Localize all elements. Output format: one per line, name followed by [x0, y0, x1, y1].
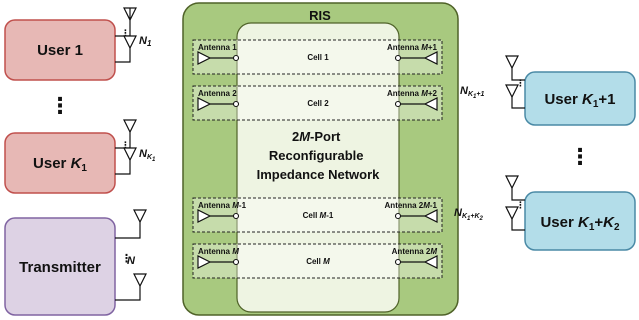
impedance-network-box [236, 22, 400, 313]
cell-label: Cell 2 [307, 99, 329, 108]
antenna-connector [511, 68, 525, 81]
right-antenna-label: Antenna 2M-1 [385, 201, 438, 210]
port-node [232, 258, 240, 266]
ris-title: RIS [309, 8, 331, 23]
transmitter-box [4, 217, 116, 316]
antenna-connector [115, 286, 141, 301]
antenna-icon [133, 209, 147, 224]
user-k1-plus-k2-box [524, 191, 636, 251]
port-node [394, 100, 402, 108]
user-k1-plus-1-node: User K1+1 ⋮ NK1+1 [460, 55, 636, 126]
port-node [232, 212, 240, 220]
cell-2: Cell 2 Antenna 2 Antenna M+2 [192, 85, 443, 121]
antenna-icon [123, 119, 137, 134]
antenna-icon [197, 51, 212, 65]
antenna-count-label: N [127, 255, 136, 267]
right-antenna-label: Antenna 2M [392, 247, 438, 256]
antenna-icon [423, 255, 438, 269]
antenna-count-label: NK1 [139, 148, 156, 163]
port-node [394, 212, 402, 220]
port-node [394, 54, 402, 62]
antenna-connector [511, 188, 525, 201]
antenna-connector [511, 97, 525, 109]
left-antenna-label: Antenna 2 [198, 89, 237, 98]
antenna-icon [505, 175, 519, 190]
antenna-count-label: N1 [139, 35, 152, 48]
antenna-icon [123, 147, 137, 162]
cell-m-minus-1: Cell M-1 Antenna M-1 Antenna 2M-1 [192, 197, 443, 233]
antenna-icon [123, 35, 137, 50]
right-antenna-label: Antenna M+1 [387, 43, 438, 52]
transmitter-node: Transmitter ⋮ N [4, 209, 147, 316]
user-1-label: User 1 [37, 42, 83, 59]
user-1-box [4, 19, 116, 81]
cell-1: Cell 1 Antenna 1 Antenna M+1 [192, 39, 443, 75]
network-label-line1: 2M-Port [292, 129, 341, 144]
port-node [232, 100, 240, 108]
antenna-connector [511, 219, 525, 231]
cell-m: Cell M Antenna M Antenna 2M [192, 243, 443, 279]
user-k1-node: User K1 ⋮ NK1 [4, 119, 156, 194]
antenna-connector [115, 160, 131, 175]
antenna-icon [423, 209, 438, 223]
vertical-ellipsis-icon: ⋮ [121, 140, 130, 150]
vertical-ellipsis-icon: ⋮ [516, 78, 525, 88]
port-node [394, 258, 402, 266]
user-1-node: User 1 ⋮ N1 [4, 7, 152, 81]
network-label: 2M-Port Reconfigurable Impedance Network [257, 129, 381, 182]
vertical-ellipsis-icon: ⋮ [121, 253, 132, 265]
antenna-count-label: NK1+1 [460, 85, 484, 100]
user-k1-plus-k2-label: User K1+K2 [540, 214, 620, 233]
user-k1-plus-1-box [524, 71, 636, 126]
antenna-icon [123, 7, 137, 22]
antenna-icon [197, 255, 212, 269]
user-k1-label: User K1 [33, 155, 87, 174]
cell-label: Cell 1 [307, 53, 329, 62]
antenna-icon [133, 273, 147, 288]
cell-label: Cell M [306, 257, 330, 266]
cell-label: Cell M-1 [303, 211, 334, 220]
right-antenna-label: Antenna M+2 [387, 89, 438, 98]
antenna-connector [115, 222, 141, 239]
vertical-ellipsis-icon: ⋮ [569, 144, 591, 169]
antenna-icon [197, 97, 212, 111]
antenna-icon [505, 55, 519, 70]
user-k1-box [4, 132, 116, 194]
antenna-connector [115, 48, 131, 63]
vertical-ellipsis-icon: ⋮ [516, 200, 525, 210]
left-antenna-label: Antenna 1 [198, 43, 237, 52]
antenna-icon [505, 84, 519, 99]
left-antenna-label: Antenna M [198, 247, 239, 256]
left-antenna-label: Antenna M-1 [198, 201, 247, 210]
user-k1-plus-k2-node: User K1+K2 ⋮ NK1+K2 [454, 175, 636, 251]
port-node [232, 54, 240, 62]
vertical-ellipsis-icon: ⋮ [121, 28, 130, 38]
antenna-icon [505, 206, 519, 221]
transmitter-label: Transmitter [19, 259, 101, 276]
network-label-line3: Impedance Network [257, 167, 381, 182]
vertical-ellipsis-icon: ⋮ [49, 93, 71, 118]
user-k1-plus-1-label: User K1+1 [544, 91, 615, 110]
network-label-line2: Reconfigurable [269, 148, 364, 163]
antenna-icon [423, 51, 438, 65]
antenna-icon [423, 97, 438, 111]
antenna-icon [197, 209, 212, 223]
